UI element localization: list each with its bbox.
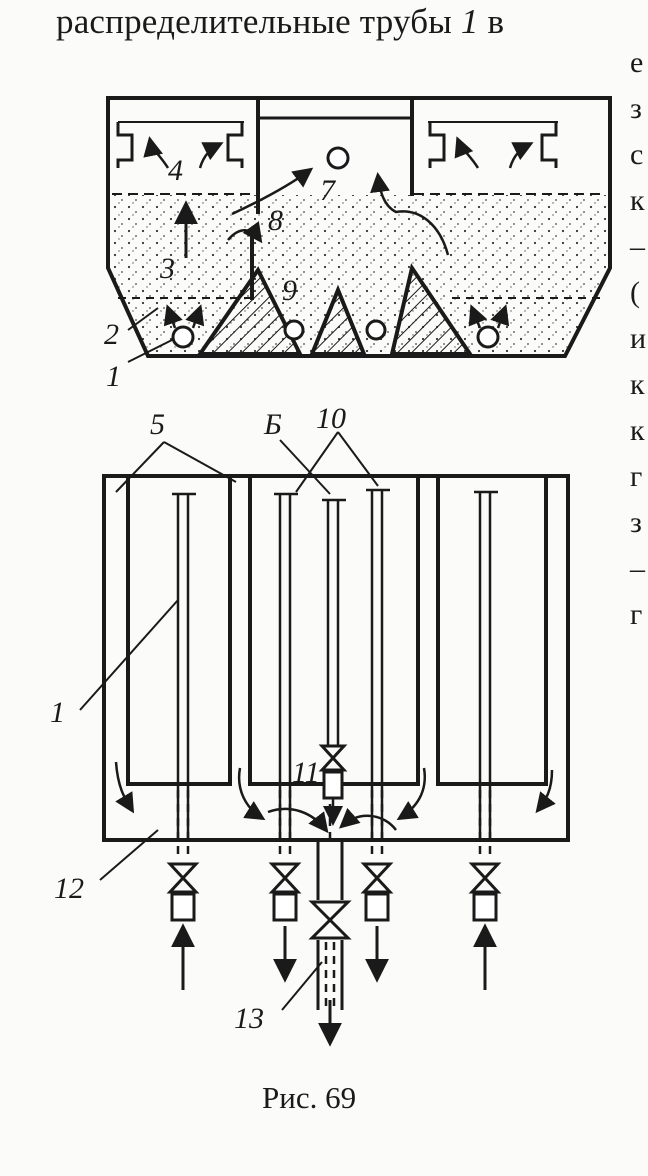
label-1-bottom: 1: [50, 696, 65, 729]
plan-view: 5 Б 10 1 11 12 13: [50, 402, 570, 1047]
side-fragment: (: [630, 276, 640, 309]
heading-tail: в: [487, 2, 505, 41]
label-8: 8: [268, 204, 283, 237]
label-11: 11: [292, 756, 320, 789]
side-fragment: к: [630, 184, 645, 217]
valve-11: [318, 744, 348, 772]
label-13: 13: [234, 1002, 264, 1035]
label-3: 3: [159, 252, 175, 285]
hatched-cone-right: [389, 263, 474, 356]
pipe-circle-left: [171, 325, 195, 349]
label-4: 4: [168, 154, 183, 187]
side-fragment: з: [630, 92, 642, 125]
label-7: 7: [320, 174, 337, 207]
outlet-valves: [166, 862, 502, 922]
compartment-middle: [248, 474, 420, 786]
hatched-cone-middle: [309, 284, 367, 356]
side-fragment: к: [630, 368, 645, 401]
pipe-circle-mid: [365, 319, 387, 341]
heading-text: распределительные трубы: [56, 2, 452, 41]
label-1-top: 1: [106, 360, 121, 393]
label-2: 2: [104, 318, 119, 351]
main-valve: [308, 900, 352, 940]
pipe-circle-7: [326, 146, 350, 170]
label-5: 5: [150, 408, 165, 441]
side-fragment: г: [630, 598, 643, 631]
side-fragment: –: [630, 230, 645, 263]
side-fragment: з: [630, 506, 642, 539]
section-view: 4 3 2 1 7 8 9: [104, 96, 612, 393]
compartment-right: [436, 474, 548, 786]
hatched-cone-left: [196, 266, 304, 356]
side-fragment: –: [630, 552, 645, 585]
label-6: Б: [263, 408, 282, 441]
heading-line: распределительные трубы 1 в: [56, 2, 504, 42]
side-fragment: и: [630, 322, 647, 355]
figure-caption: Рис. 69: [262, 1080, 357, 1115]
side-fragment: с: [630, 138, 644, 171]
pipe-circle-9: [283, 319, 305, 341]
side-fragment: к: [630, 414, 645, 447]
pipe-circle-right: [476, 325, 500, 349]
heading-number: 1: [460, 2, 479, 41]
label-12: 12: [54, 872, 84, 905]
label-10: 10: [316, 402, 346, 435]
side-fragment: е: [630, 46, 644, 79]
side-fragment: г: [630, 460, 643, 493]
label-9: 9: [282, 274, 297, 307]
